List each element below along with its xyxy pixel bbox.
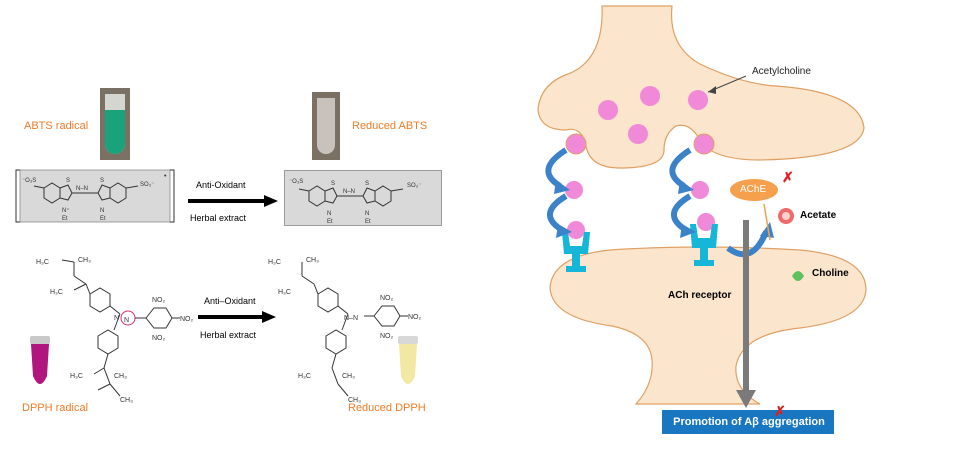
vesicle xyxy=(640,86,660,106)
dpph-radical-no2-bottom: NO₂ xyxy=(152,335,166,342)
dpph-reduced-structure: H₃C CH₃ H₃C N–N NO₂ NO₂ NO₂ H₃C CH₃ CH₃ xyxy=(268,257,422,404)
svg-text:N: N xyxy=(124,317,129,324)
abts-arrow-bottom-label: Herbal extract xyxy=(190,213,247,223)
svg-text:S: S xyxy=(100,178,104,184)
abeta-box xyxy=(662,410,834,434)
dpph-reduced-ch3-bottom: CH₃ xyxy=(348,397,361,404)
abts-radical-tube xyxy=(100,88,130,160)
acetate-label: Acetate xyxy=(800,210,837,221)
abts-reduced-label: Reduced ABTS xyxy=(352,120,428,132)
ache-inhibit-x: ✗ xyxy=(782,169,794,185)
dpph-radical-ch3-top: CH₃ xyxy=(78,257,91,264)
svg-text:S: S xyxy=(66,178,70,184)
postsynaptic-neuron xyxy=(549,246,867,405)
svg-text:N: N xyxy=(365,211,369,217)
dpph-reduced-h3c-top: H₃C xyxy=(268,259,281,266)
dpph-reduced-no2-bottom: NO₂ xyxy=(380,333,394,340)
dpph-reduced-nh: N–N xyxy=(344,315,358,322)
docked-vesicle xyxy=(693,133,715,155)
dpph-radical-h3c-low: H₃C xyxy=(70,373,83,380)
svg-text:N: N xyxy=(114,315,119,322)
dpph-radical-h3c-top: H₃C xyxy=(36,259,49,266)
dpph-reduced-ch3-low: CH₃ xyxy=(342,373,355,380)
abts-reaction-arrow xyxy=(188,195,278,207)
dpph-reduced-vial xyxy=(398,336,418,384)
bound-acetylcholine xyxy=(567,221,585,239)
dpph-reduced-no2-top: NO₂ xyxy=(380,295,394,302)
dpph-radical-h3c-mid: H₃C xyxy=(50,289,63,296)
abts-reduced-svg: ⁻O₃S S S N–N SO₃⁻ N N Et Et xyxy=(289,179,421,225)
vesicle xyxy=(598,100,618,120)
bound-acetylcholine xyxy=(697,213,715,231)
abts-reduced-tube xyxy=(312,92,340,160)
dpph-radical-label: DPPH radical xyxy=(22,402,89,414)
dpph-reaction-arrow xyxy=(198,311,276,323)
dpph-reduced-no2-right: NO₂ xyxy=(408,314,422,321)
choline-label: Choline xyxy=(812,268,849,279)
ache-enzyme xyxy=(730,179,778,201)
abeta-inhibit-x: ✗ xyxy=(774,403,786,419)
abts-arrow-top-label: Anti-Oxidant xyxy=(196,180,246,190)
svg-text:S: S xyxy=(331,181,335,187)
dpph-reduced-h3c-low: H₃C xyxy=(298,373,311,380)
svg-text:Et: Et xyxy=(327,219,333,225)
svg-text:N–N: N–N xyxy=(76,186,88,192)
dpph-reduced-ch3-top: CH₃ xyxy=(306,257,319,264)
dpph-radical-no2-right: NO₂ xyxy=(180,316,194,323)
svg-text:S: S xyxy=(365,181,369,187)
release-arrowheads xyxy=(554,180,774,238)
dpph-arrow-bottom-label: Herbal extract xyxy=(200,330,257,340)
svg-text:SO₃⁻: SO₃⁻ xyxy=(140,182,154,188)
abts-radical-label: ABTS radical xyxy=(24,120,89,132)
svg-text:⁻O₃S: ⁻O₃S xyxy=(289,179,303,185)
abts-radical-svg: ⁻O₃S S S N–N SO₃⁻ N⁺ N Et Et • xyxy=(15,169,175,223)
vesicle xyxy=(688,90,708,110)
svg-text:N: N xyxy=(100,208,104,214)
released-acetylcholine xyxy=(565,181,583,199)
svg-text:SO₃⁻: SO₃⁻ xyxy=(407,183,421,189)
svg-text:N: N xyxy=(327,211,331,217)
ach-receptor-right xyxy=(690,224,718,266)
choline-icon xyxy=(792,271,804,281)
svg-text:Et: Et xyxy=(62,216,68,222)
aggregation-arrow xyxy=(743,220,749,392)
abeta-box-label: Promotion of Aβ aggregation xyxy=(673,416,825,428)
svg-text:Et: Et xyxy=(365,219,371,225)
dpph-arrow-top-label: Anti–Oxidant xyxy=(204,296,256,306)
dpph-reduced-h3c-mid: H₃C xyxy=(278,289,291,296)
svg-text:Et: Et xyxy=(100,216,106,222)
docked-vesicle xyxy=(565,133,587,155)
ache-label: AChE xyxy=(740,184,767,195)
acetylcholine-label: Acetylcholine xyxy=(752,66,811,77)
abts-radical-structure: ⁻O₃S S S N–N SO₃⁻ N⁺ N Et Et • xyxy=(14,168,176,224)
released-acetylcholine xyxy=(691,181,709,199)
dpph-radical-ch3-bottom: CH₃ xyxy=(120,397,133,404)
ach-receptor-label: ACh receptor xyxy=(668,290,732,301)
dpph-radical-vial xyxy=(30,336,50,384)
presynaptic-terminal xyxy=(537,5,865,169)
release-arrows xyxy=(545,147,769,258)
dpph-radical-no2-top: NO₂ xyxy=(152,297,166,304)
ache-hydrolysis-arrow xyxy=(763,203,771,241)
dpph-reduced-label: Reduced DPPH xyxy=(348,402,426,414)
ach-receptor-left xyxy=(562,232,590,272)
svg-text:N–N: N–N xyxy=(343,189,355,195)
vesicle xyxy=(628,124,648,144)
svg-text:N⁺: N⁺ xyxy=(62,207,70,214)
dpph-radical-ch3-low: CH₃ xyxy=(114,373,127,380)
svg-text:⁻O₃S: ⁻O₃S xyxy=(22,178,36,184)
svg-text:•: • xyxy=(164,173,167,180)
abts-reduced-structure: ⁻O₃S S S N–N SO₃⁻ N N Et Et xyxy=(284,170,442,226)
dpph-radical-structure: H₃C CH₃ H₃C N N NO₂ NO₂ NO₂ H₃C CH₃ CH₃ xyxy=(36,257,194,404)
